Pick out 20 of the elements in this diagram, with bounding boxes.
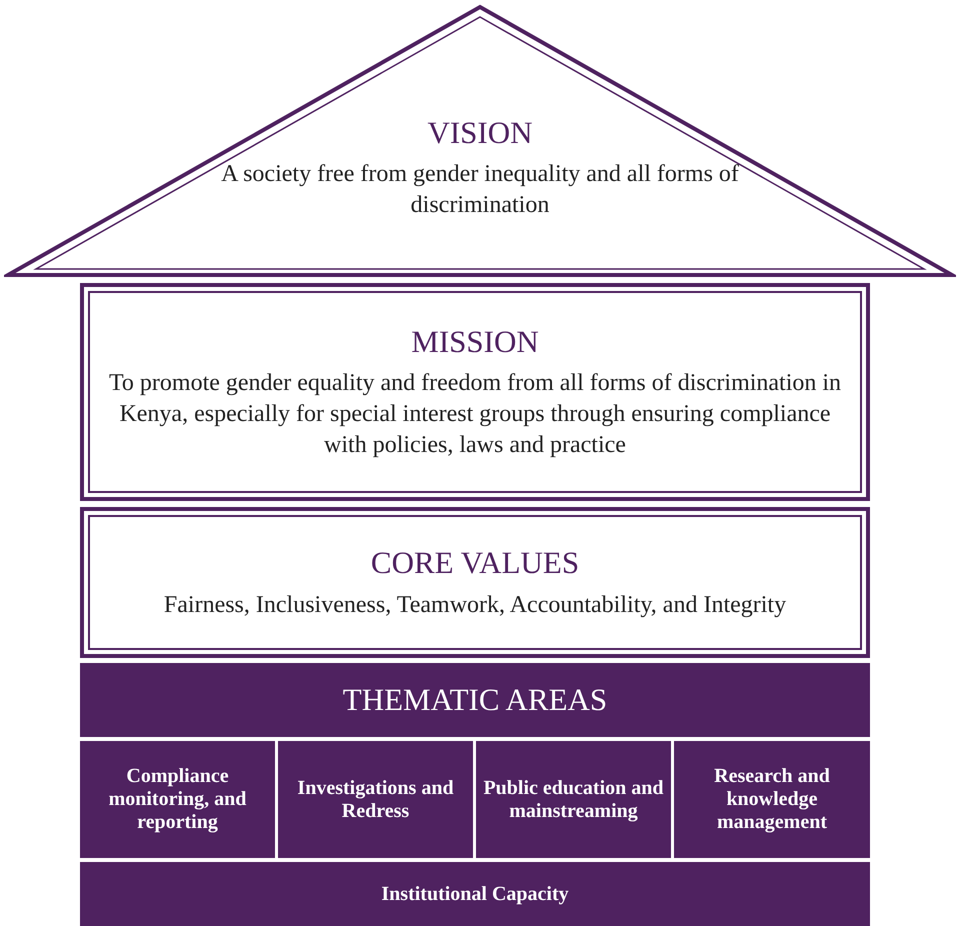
core-values-box: [80, 507, 870, 658]
foundation-bar: [80, 862, 870, 926]
theme-label: Public education and mainstreaming: [482, 776, 665, 822]
theme-label: Compliance monitoring, and reporting: [108, 765, 248, 834]
description: A society free from gender inequality and all forms of discrimination: [220, 160, 740, 220]
mission-box: [80, 283, 870, 501]
description: Fairness, Inclusiveness, Teamwork, Accountability, and Integrity: [164, 590, 786, 620]
theme-label: Institutional Capacity: [380, 882, 570, 906]
heading: CORE VALUES: [370, 544, 580, 582]
heading: THEMATIC AREAS: [342, 682, 608, 718]
theme-box: [278, 741, 473, 858]
heading: VISION: [427, 114, 533, 152]
theme-box: [674, 741, 870, 858]
theme-label: Research and knowledge management: [713, 765, 831, 834]
theme-label: Investigations and Redress: [296, 776, 455, 822]
theme-box: [80, 741, 275, 858]
header-bar: [80, 663, 870, 737]
description: To promote gender equality and freedom from all forms of discrimination in Kenya, especially for special interest groups through ensuring compliance with policies, laws and practice: [108, 368, 842, 460]
heading: MISSION: [411, 322, 539, 360]
theme-box: [476, 741, 671, 858]
